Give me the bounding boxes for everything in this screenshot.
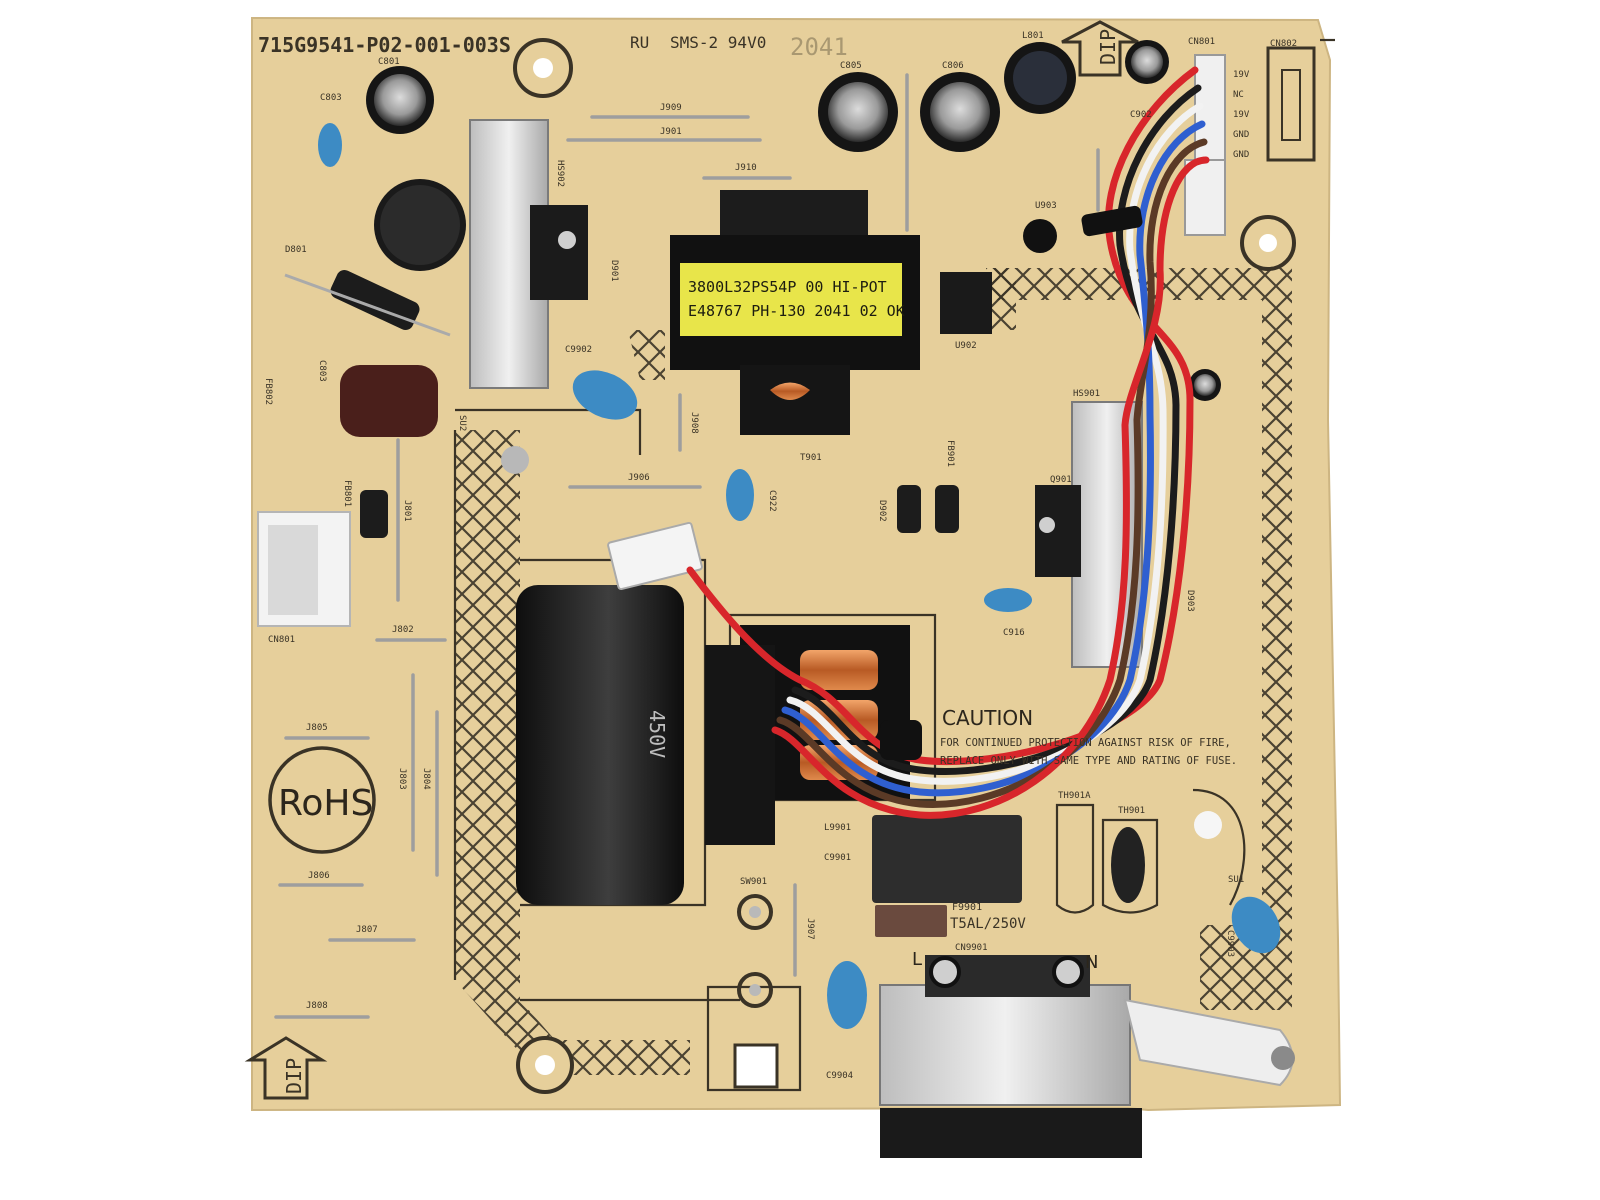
ref-u903: U903 [1035,201,1057,211]
bulk-cap-voltage: 450V [645,710,669,758]
ref-j802: J802 [392,625,414,635]
diodes [284,270,959,538]
x-capacitor [872,815,1022,903]
ref-j806: J806 [308,871,330,881]
test-points [733,894,779,1089]
connector-white-small [607,521,703,591]
part-number: 715G9541-P02-001-003S [258,33,511,57]
ref-d902: D902 [877,500,887,522]
ref-j910: J910 [735,163,757,173]
connector-cn801-left [257,511,351,627]
ref-cn801: CN801 [1188,37,1215,47]
ref-c9904: C9904 [826,1071,853,1081]
ref-j803: J803 [397,768,407,790]
dip-arrow-bottom [244,1036,328,1100]
caution-line2: REPLACE ONLY WITH SAME TYPE AND RATING O… [940,755,1237,767]
caution-line1: FOR CONTINUED PROTECTION AGAINST RISK OF… [940,737,1231,749]
connector-cn801-right [1184,54,1226,236]
ref-c803: C803 [320,93,342,103]
ref-su1: SU1 [1228,875,1244,885]
ref-d903: D903 [1185,590,1195,612]
ref-su2: SU2 [457,415,467,431]
fuse-body [875,905,947,937]
ref-fb802: FB802 [263,378,273,405]
pin-label-1: 19V [1233,70,1250,80]
ref-j807: J807 [356,925,378,935]
ref-th901a: TH901A [1058,791,1091,801]
choke-l801 [374,179,466,271]
jumper-wires [274,73,1100,1019]
ref-d901: D901 [609,260,619,282]
ref-j906: J906 [628,473,650,483]
ref-l801: L801 [1022,31,1044,41]
bulk-capacitor [516,585,684,905]
ref-j801: J801 [402,500,412,522]
ref-j805: J805 [306,723,328,733]
ref-th901: TH901 [1118,806,1145,816]
ref-j901: J901 [660,127,682,137]
ref-cn9901: CN9901 [955,943,988,953]
ref-c803b: C803 [317,360,327,382]
regulator-u903 [1023,219,1057,253]
ref-c9903: C9903 [1225,930,1235,957]
caution-title: CAUTION [942,706,1033,730]
ref-j909: J909 [660,103,682,113]
material-rating: SMS-2 94V0 [670,33,766,52]
ref-u902: U902 [955,341,977,351]
ac-inlet-cn9901 [879,955,1295,1158]
mounting-holes [501,38,1296,1094]
transformer-t901 [670,190,920,435]
y-capacitors [318,123,1281,1029]
ref-c9902: C9902 [565,345,592,355]
pin-label-3: 19V [1233,110,1250,120]
ref-hs901: HS901 [1073,389,1100,399]
rohs-text: RoHS [278,783,373,824]
ref-c9901: C9901 [824,853,851,863]
pin-label-5: GND [1233,150,1249,160]
dip-arrow-top [1061,20,1139,77]
ref-j907: J907 [805,918,815,940]
pin-label-4: GND [1233,130,1249,140]
ref-sw901: SW901 [740,877,767,887]
dip-bottom-text: DIP [282,1058,306,1094]
thermistor-th901 [1111,827,1145,903]
pin-label-2: NC [1233,90,1244,100]
connector-cn802 [1266,46,1316,162]
ref-cn802: CN802 [1270,39,1297,49]
electrolytic-caps-top [366,40,1221,401]
ref-c801: C801 [378,57,400,67]
opto-u902 [940,272,992,334]
fuse-rating: T5AL/250V [950,916,1026,932]
ref-c922: C922 [767,490,777,512]
fuse-ref: F9901 [952,902,982,913]
mark-n: N [1085,952,1098,973]
ref-c916: C916 [1003,628,1025,638]
ref-q901: Q901 [1050,475,1072,485]
ref-d801: D801 [285,245,307,255]
transformer-label-line1: 3800L32PS54P 00 HI-POT [688,278,887,296]
ref-t901: T901 [800,453,822,463]
ref-c805: C805 [840,61,862,71]
ref-hs902: HS902 [555,160,565,187]
capacitor-brown [340,365,438,437]
ref-j808: J808 [306,1001,328,1011]
ref-fb801: FB801 [342,480,352,507]
mark-l: L [912,949,922,970]
ref-j804: J804 [421,768,431,790]
ref-cnb01: CN801 [268,635,295,645]
ref-c902: C902 [1130,110,1152,120]
ul-mark: RU [630,33,649,52]
date-code: 2041 [790,33,848,61]
wire-harness [686,66,1210,819]
ref-c806: C806 [942,61,964,71]
ref-fb901: FB901 [945,440,955,467]
transformer-label-line2: E48767 PH-130 2041 02 OK [688,302,905,320]
dip-top-text: DIP [1096,29,1120,65]
ref-l9901: L9901 [824,823,851,833]
heatsink-hs902 [469,119,588,389]
rohs-circle [268,746,376,854]
reference-designators: CN801 CN802 CN9901 CN801 C801 C803 C805 … [263,31,1297,1081]
ref-j908: J908 [689,412,699,434]
